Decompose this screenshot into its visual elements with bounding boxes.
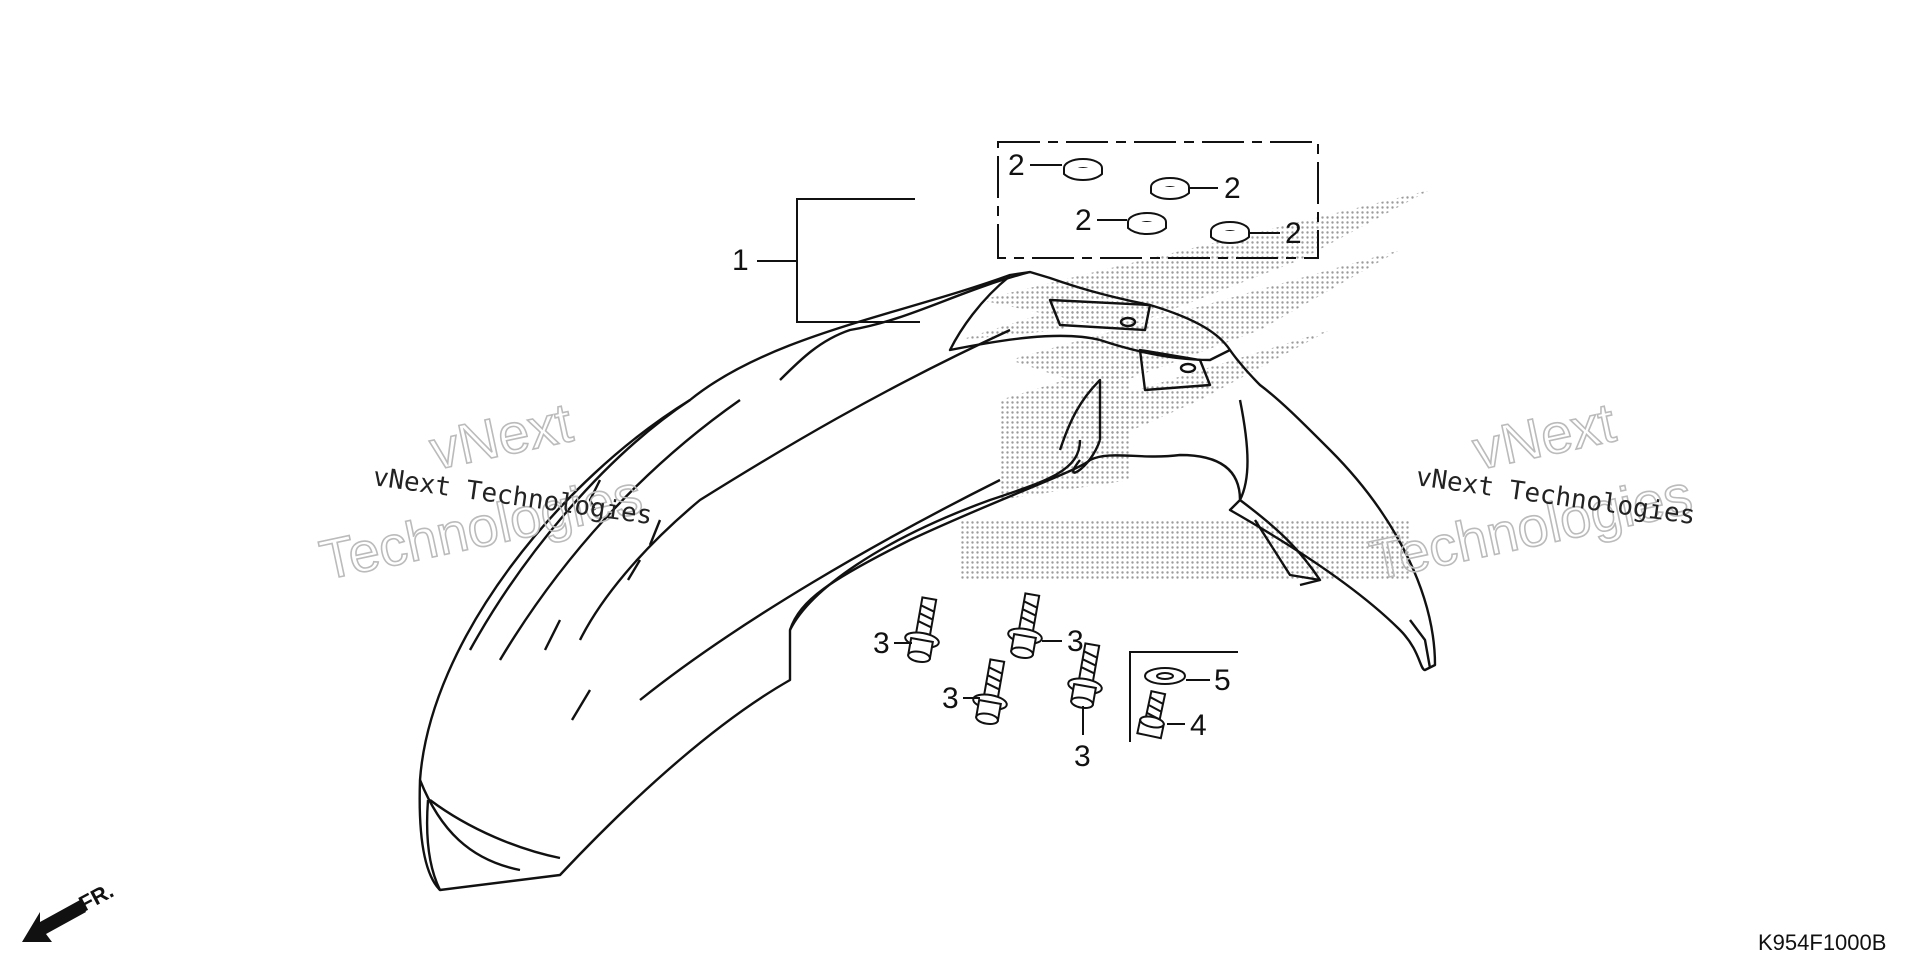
front-fender [418, 270, 1437, 892]
callout-3: 3 [942, 682, 959, 715]
front-direction-marker: FR. [22, 878, 118, 942]
flange-bolt-icon [1007, 592, 1043, 660]
drawing-code: K954F1000B [1758, 930, 1886, 955]
flange-bolt-icon [972, 658, 1008, 726]
callout-4: 4 [1190, 709, 1207, 742]
watermark-big-line1: vNext [1467, 390, 1621, 481]
flange-bolt-icon [1067, 642, 1103, 710]
arrow-icon [22, 900, 86, 942]
callout-3: 3 [873, 627, 890, 660]
bolt-icon [1136, 690, 1167, 740]
grommet-icon [1150, 177, 1190, 200]
washer-icon [1144, 667, 1186, 685]
callout-2: 2 [1224, 172, 1241, 205]
bolt-washer-group [1129, 651, 1238, 742]
callout-3: 3 [1067, 625, 1084, 658]
callout-3: 3 [1074, 740, 1091, 773]
callout-2: 2 [1075, 204, 1092, 237]
callout-5: 5 [1214, 664, 1231, 697]
grommet-group [1063, 158, 1250, 244]
watermark-left: vNext Technologies vNext Technologies [314, 389, 655, 592]
grommet-icon [1063, 158, 1103, 181]
flange-bolt-icon [904, 596, 940, 664]
callout-1: 1 [732, 244, 749, 277]
callout-2: 2 [1008, 149, 1025, 182]
assembly-bracket [757, 141, 1319, 323]
watermark-big-line1: vNext [424, 390, 578, 481]
watermark-right: vNext Technologies vNext Technologies [1364, 389, 1698, 592]
grommet-icon [1127, 212, 1167, 235]
callout-2: 2 [1285, 217, 1302, 250]
leader-lines [894, 164, 1280, 735]
flange-bolt-group [904, 592, 1103, 726]
callout-labels: 1 2 2 2 2 3 3 3 3 4 5 [732, 149, 1302, 773]
brand-wing-logo [960, 190, 1430, 580]
grommet-icon [1210, 221, 1250, 244]
